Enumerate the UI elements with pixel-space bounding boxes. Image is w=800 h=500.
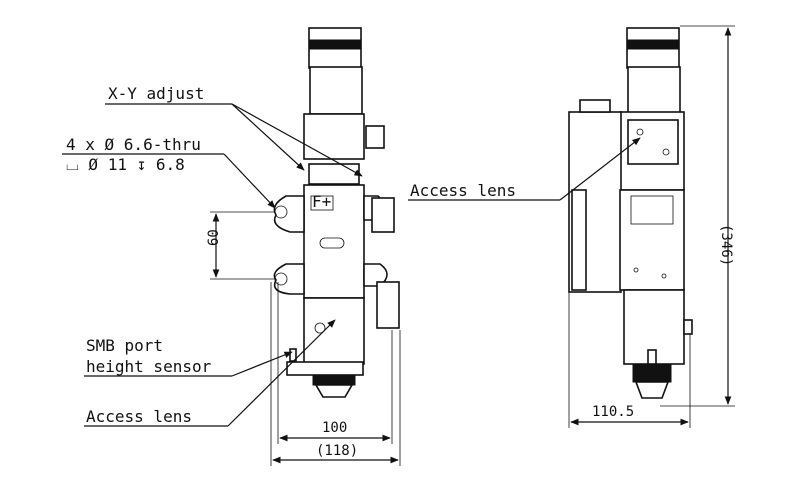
dim-hole-spacing: 60 bbox=[206, 211, 275, 280]
side-view bbox=[568, 27, 693, 399]
access-lens-label-left: Access lens bbox=[86, 407, 192, 426]
holes-callout: 4 x Ø 6.6-thru ⌴ Ø 11 ↧ 6.8 bbox=[62, 135, 276, 209]
dim-width-overall-text: (118) bbox=[316, 443, 358, 459]
smb-port-label: SMB port bbox=[86, 336, 163, 355]
xy-adjust-label: X-Y adjust bbox=[108, 84, 204, 103]
dim-width-overall: (118) bbox=[270, 282, 401, 466]
access-lens-callout-right: Access lens bbox=[408, 137, 641, 201]
holes-label-line2: ⌴ Ø 11 ↧ 6.8 bbox=[66, 155, 185, 174]
dim-height-text: (346) bbox=[718, 224, 734, 266]
dim-height: (346) bbox=[660, 25, 735, 407]
access-lens-label-right: Access lens bbox=[410, 181, 516, 200]
holes-label-line1: 4 x Ø 6.6-thru bbox=[66, 135, 201, 154]
height-sensor-label: height sensor bbox=[86, 357, 212, 376]
dim-width-body-text: 100 bbox=[322, 420, 347, 436]
front-view: F+ bbox=[273, 27, 400, 398]
dim-hole-spacing-text: 60 bbox=[206, 229, 222, 246]
dim-width-body: 100 bbox=[277, 282, 393, 444]
xy-adjust-callout: X-Y adjust bbox=[105, 84, 363, 177]
access-lens-callout-left: Access lens bbox=[84, 319, 336, 427]
smb-callout: SMB port height sensor bbox=[84, 336, 293, 377]
plate-text: F+ bbox=[312, 192, 331, 211]
dim-depth: 110.5 bbox=[568, 292, 691, 428]
dim-depth-text: 110.5 bbox=[592, 404, 634, 420]
